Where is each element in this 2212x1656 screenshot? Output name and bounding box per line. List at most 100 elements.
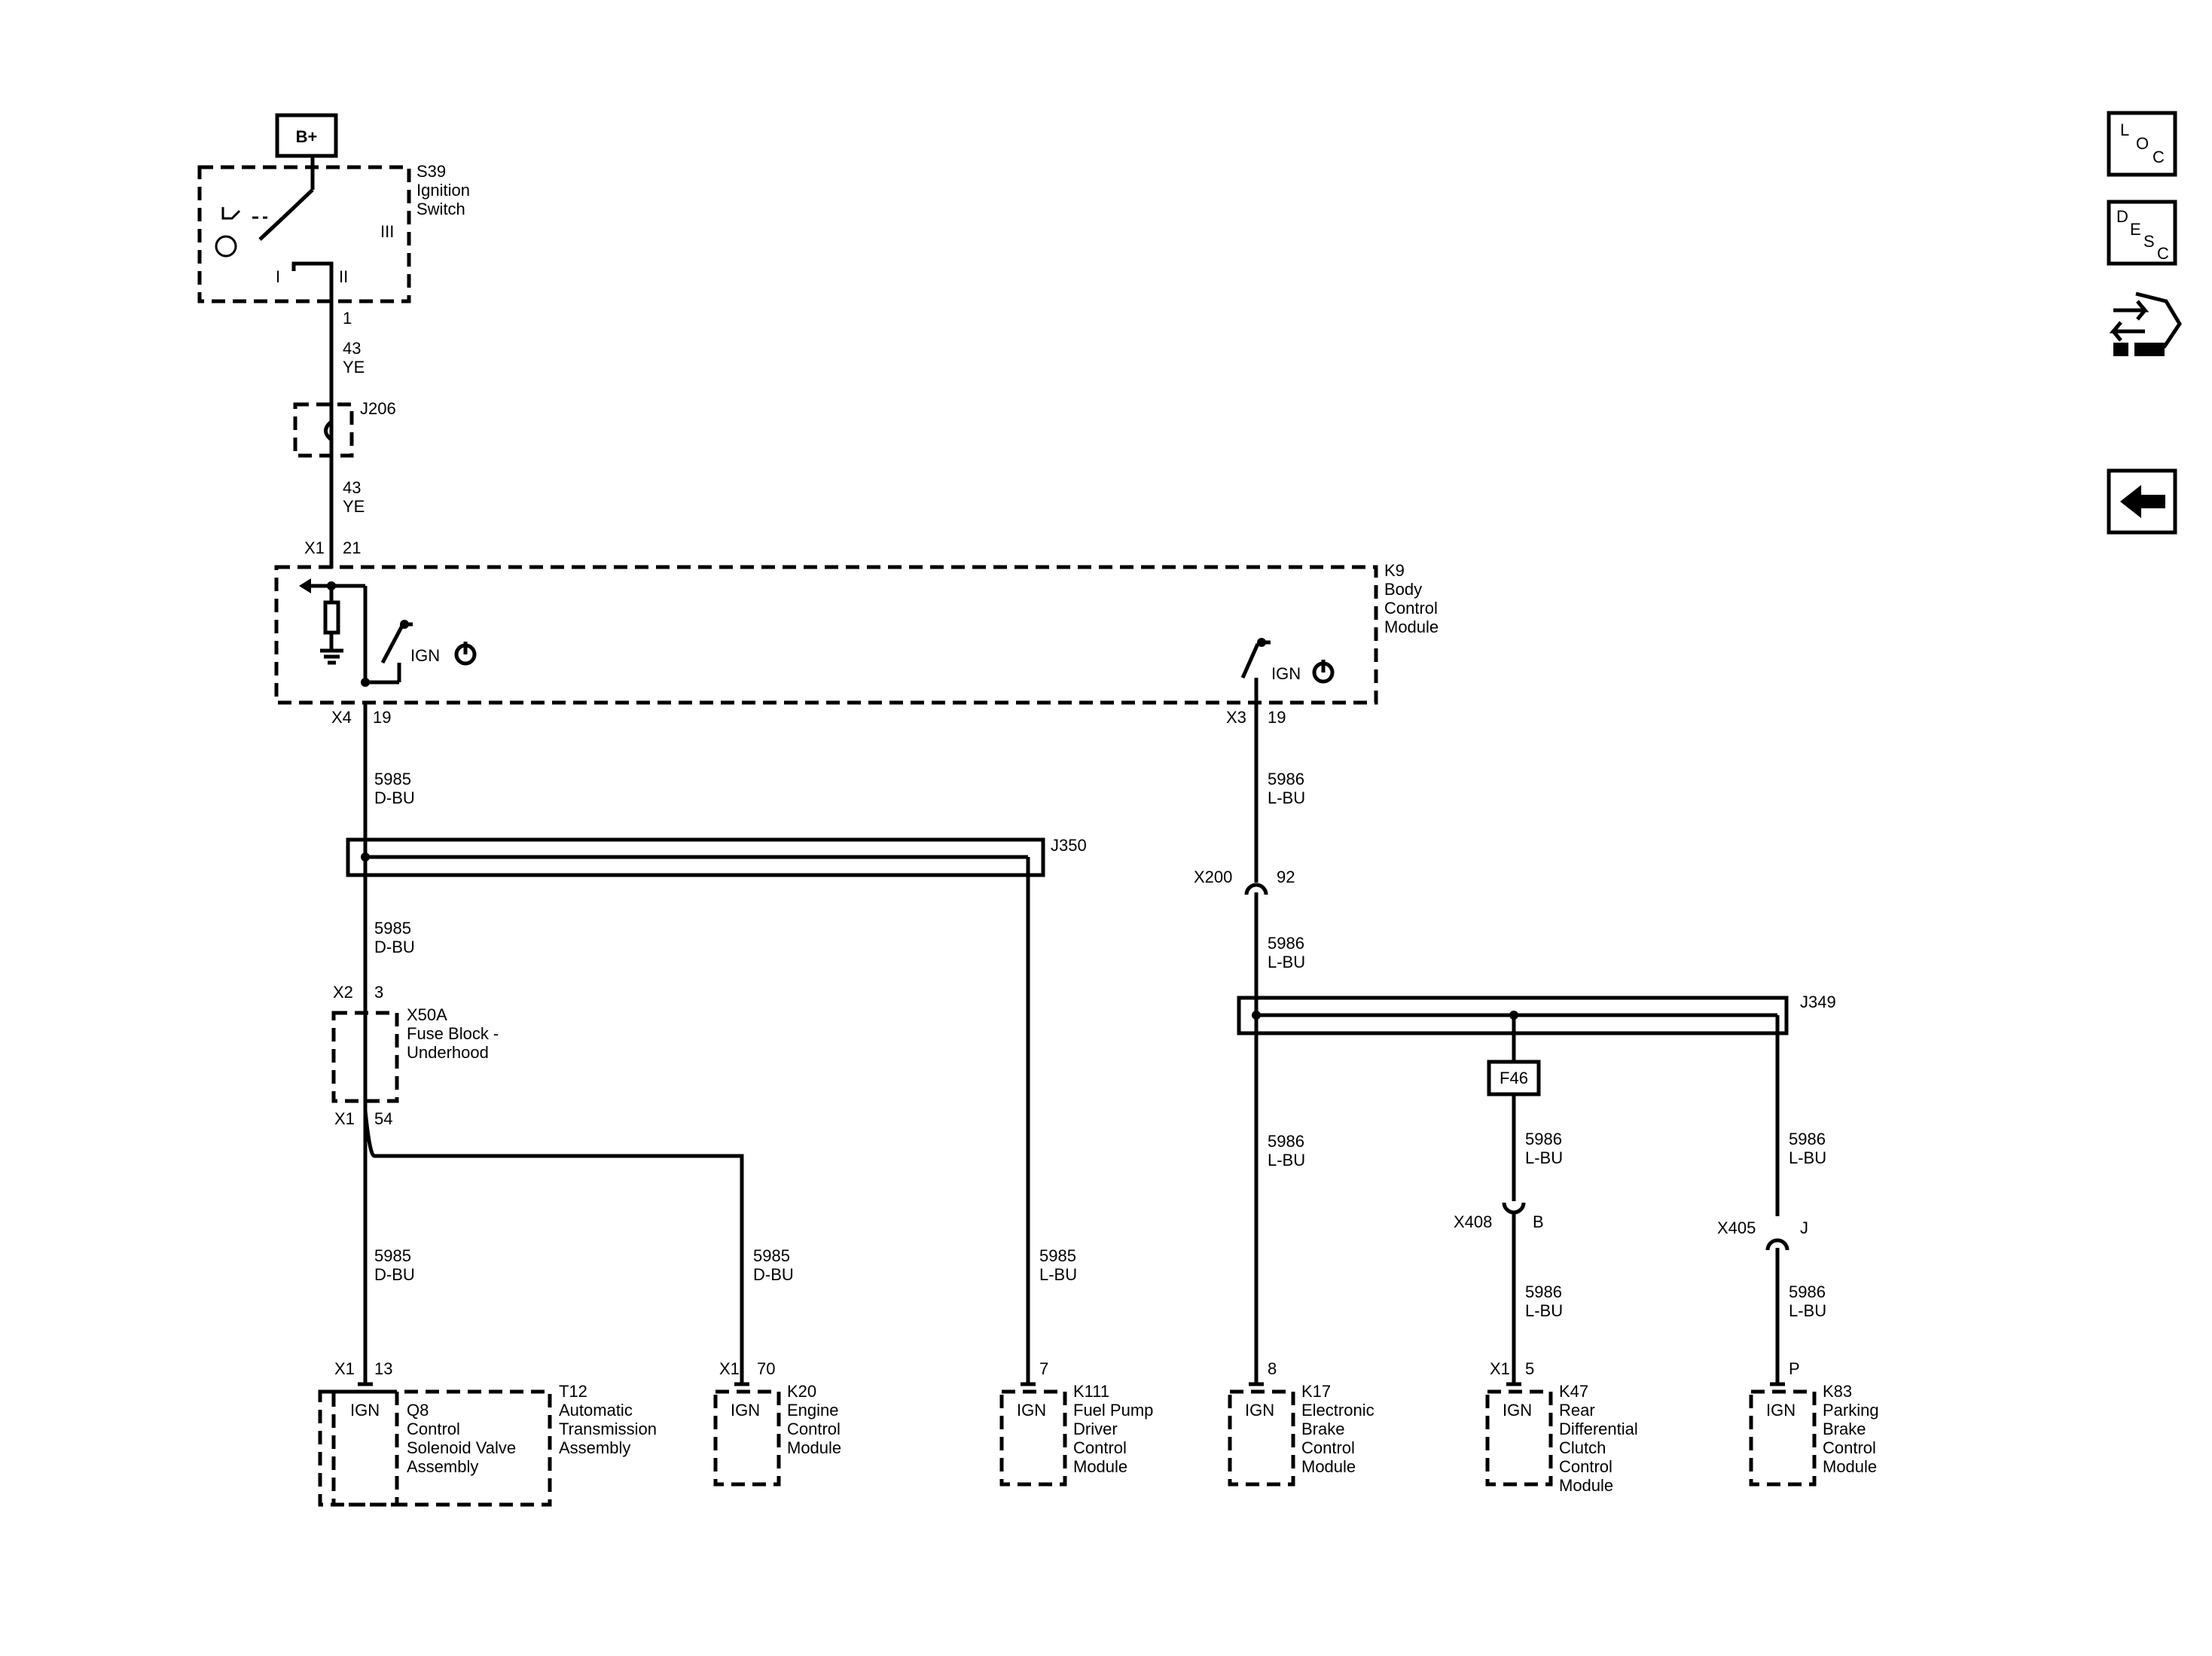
wire-5986-circuit-g: 5986 [1268,1132,1304,1151]
k47-connector: X1 [1490,1359,1510,1378]
wire-5986-color-a: L-BU [1268,788,1305,807]
wire-5986-color-b: L-BU [1268,953,1305,971]
k111-pin: 7 [1039,1359,1048,1378]
engine-control-module-k20 [713,1389,781,1487]
wire-5985-circuit-b: 5985 [374,919,411,938]
k47-name-1: Rear [1559,1401,1595,1420]
inline-x405 [1765,1238,1789,1259]
inline-x408 [1502,1184,1526,1215]
wire-43-circuit-b: 43 [343,478,361,497]
fuse-f46 [1487,1060,1541,1096]
k47-name-2: Differential [1559,1420,1638,1438]
f46-label: F46 [1500,1069,1528,1087]
wire-5986-color-e: L-BU [1789,1148,1826,1167]
description-button[interactable]: D E S C [2107,200,2177,266]
bcm-in-pin: 21 [343,538,361,557]
bcm-out2-connector: X3 [1226,708,1246,727]
switch-name-2: Switch [416,200,465,218]
loc-letter-c: C [2153,148,2165,166]
q8-name-3: Assembly [407,1457,478,1476]
fuse-block-x50a [331,1011,399,1103]
q8-name-1: Control [407,1420,460,1438]
wire-5985-color-e: L-BU [1039,1265,1077,1284]
fuse-block-ref: X50A [407,1005,447,1024]
ignition-switch: I II III [197,165,411,324]
wire-5986-circuit-e: 5986 [1789,1130,1826,1148]
k47-ref: K47 [1559,1382,1588,1401]
k83-name-4: Module [1823,1457,1877,1476]
battery-b-plus: B+ [275,113,338,158]
loc-letter-l: L [2120,120,2129,139]
back-arrow-icon[interactable] [2107,468,2177,535]
wire-43-color-b: YE [343,497,365,516]
inline-x200 [1244,883,1268,904]
k17-name-3: Control [1301,1438,1355,1457]
switch-pos-ii: II [339,267,348,286]
wire-5985-color-c: D-BU [374,1265,415,1284]
k83-ign: IGN [1766,1401,1796,1420]
splice-j206 [293,402,354,458]
bcm-ign-label-2: IGN [1271,664,1301,683]
k111-ign: IGN [1017,1401,1046,1420]
wire-5986-color-g: L-BU [1268,1151,1305,1170]
bcm-name-1: Body [1384,580,1422,599]
k111-name-1: Fuel Pump [1073,1401,1153,1420]
location-button[interactable]: L O C [2107,111,2177,177]
desc-letter-d: D [2116,207,2128,226]
x200-label: X200 [1194,868,1232,886]
x408-pin: B [1533,1212,1544,1231]
t12-name-2: Transmission [559,1420,657,1438]
fuel-pump-module-k111 [999,1389,1067,1487]
fuse-block-out-pin: 54 [374,1109,392,1128]
wire-43-circuit-a: 43 [343,339,361,358]
k83-ref: K83 [1823,1382,1852,1401]
bcm-in-connector: X1 [304,538,325,557]
wrench-icon[interactable] [2109,291,2182,356]
k17-ign: IGN [1245,1401,1274,1420]
x405-label: X405 [1717,1218,1756,1237]
solenoid-q8 [331,1389,399,1507]
k20-name-3: Module [787,1438,841,1457]
bcm-ign-label-1: IGN [410,646,440,665]
k111-name-3: Control [1073,1438,1127,1457]
fuse-block-out-connector: X1 [334,1109,355,1128]
wire-5985-circuit-d: 5985 [753,1246,790,1265]
switch-name-1: Ignition [416,181,470,200]
wire-5986-color-d: L-BU [1525,1301,1563,1320]
k111-name-4: Module [1073,1457,1127,1476]
k17-name-2: Brake [1301,1420,1344,1438]
k47-name-4: Control [1559,1457,1612,1476]
x200-pin: 92 [1277,868,1295,886]
bcm-out2-pin: 19 [1268,708,1286,727]
battery-label: B+ [296,127,318,146]
desc-letter-s: S [2143,232,2155,251]
k20-name-2: Control [787,1420,841,1438]
k17-pin: 8 [1268,1359,1277,1378]
loc-letter-o: O [2136,134,2149,153]
k83-name-1: Parking [1823,1401,1879,1420]
parking-brake-module-k83 [1749,1389,1817,1487]
t12-name-3: Assembly [559,1438,630,1457]
q8-ref: Q8 [407,1401,429,1420]
fuse-block-name-1: Fuse Block - [407,1024,499,1043]
j349-label: J349 [1800,993,1836,1011]
k17-name-4: Module [1301,1457,1356,1476]
wire-5985-color-b: D-BU [374,938,415,956]
x408-label: X408 [1454,1212,1492,1231]
j206-label: J206 [360,399,396,418]
wire-5985-color-a: D-BU [374,788,415,807]
k111-ref: K111 [1073,1382,1109,1401]
q8-pin: 13 [374,1359,392,1378]
k20-name-1: Engine [787,1401,839,1420]
switch-pin: 1 [343,309,352,328]
t12-name-1: Automatic [559,1401,633,1420]
rear-diff-module-k47 [1485,1389,1553,1487]
k17-name-1: Electronic [1301,1401,1374,1420]
k20-ign: IGN [731,1401,760,1420]
transmission-t12 [318,1389,552,1507]
q8-name-2: Solenoid Valve [407,1438,516,1457]
desc-letter-e: E [2130,220,2141,239]
splice-j349 [1237,996,1789,1216]
wire-5986-circuit-a: 5986 [1268,770,1304,788]
